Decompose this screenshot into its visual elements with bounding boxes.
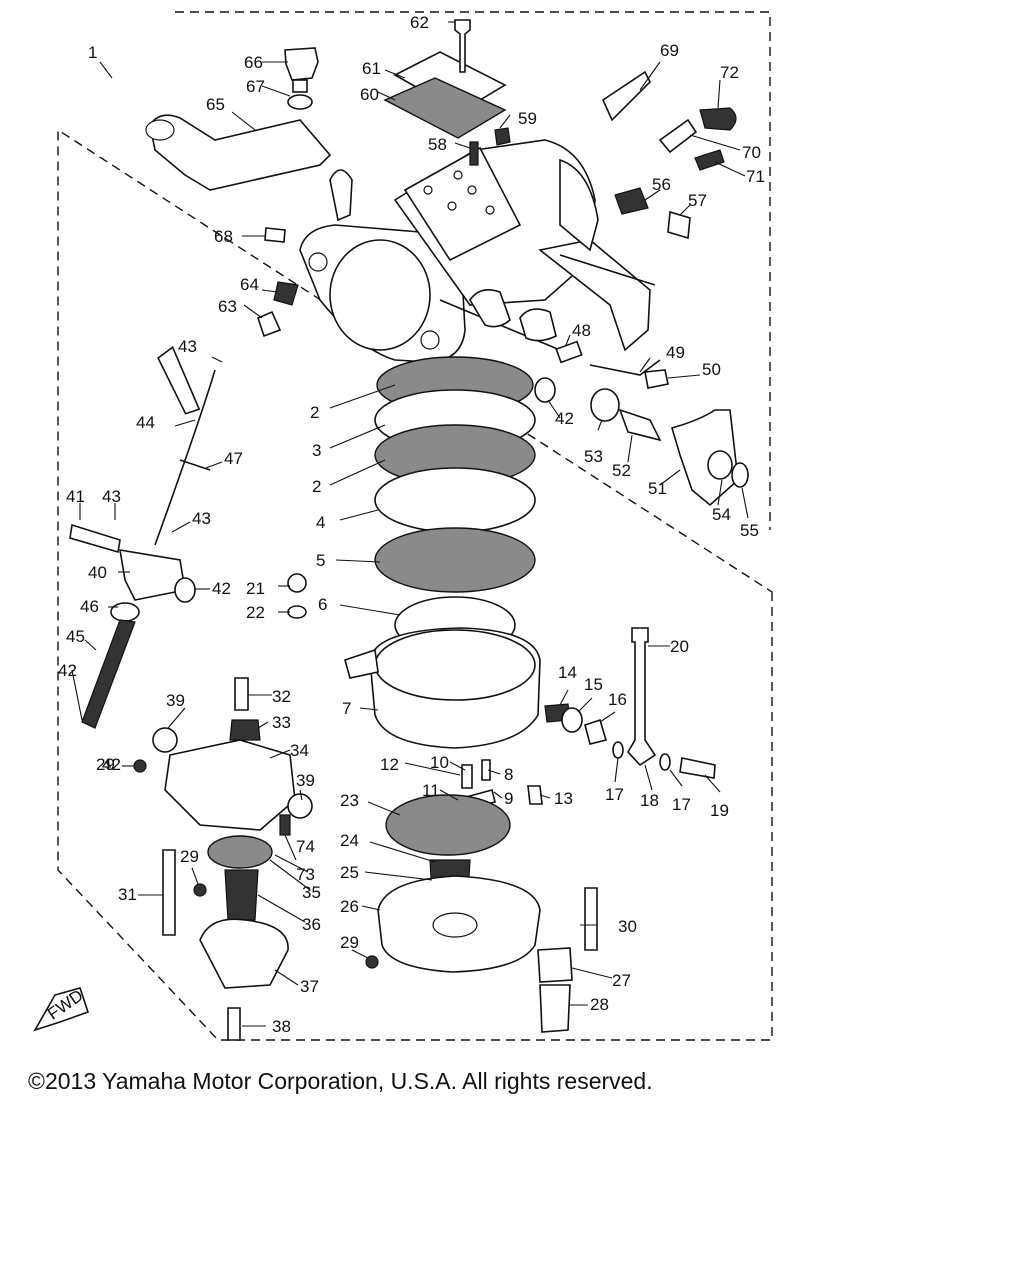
callout: 30 [618, 917, 637, 936]
callout: 67 [246, 77, 265, 96]
callout: 66 [244, 53, 263, 72]
callout: 52 [612, 461, 631, 480]
callout: 29 [180, 847, 199, 866]
callout: 13 [554, 789, 573, 808]
callout: 48 [572, 321, 591, 340]
callout: 70 [742, 143, 761, 162]
callout: 58 [428, 135, 447, 154]
callout: 15 [584, 675, 603, 694]
callouts: 1 2 2 3 4 5 6 7 8 9 10 11 12 13 14 15 16… [58, 13, 765, 1036]
callout: 40 [88, 563, 107, 582]
callout: 47 [224, 449, 243, 468]
callout: 74 [296, 837, 315, 856]
callout: 51 [648, 479, 667, 498]
callout: 17 [672, 795, 691, 814]
callout: 39 [166, 691, 185, 710]
choke-bracket [149, 114, 332, 191]
callout: 42 [212, 579, 231, 598]
callout: 28 [590, 995, 609, 1014]
callout: 24 [340, 831, 359, 850]
carburetor-body [299, 139, 656, 363]
callout: 55 [740, 521, 759, 540]
callout: 38 [272, 1017, 291, 1036]
diaphragm [385, 794, 511, 856]
assembly-boundary [57, 11, 773, 1041]
callout: 45 [66, 627, 85, 646]
callout: 22 [246, 603, 265, 622]
callout: 49 [666, 343, 685, 362]
callout: 32 [272, 687, 291, 706]
leader-lines [71, 21, 749, 1027]
callout: 2 [312, 477, 321, 496]
callout: 71 [746, 167, 765, 186]
callout: 18 [640, 791, 659, 810]
callout: 69 [660, 41, 679, 60]
callout: 14 [558, 663, 577, 682]
callout: 2 [310, 403, 319, 422]
callout: 25 [340, 863, 359, 882]
callout: 62 [410, 13, 429, 32]
callout: 5 [316, 551, 325, 570]
callout: 36 [302, 915, 321, 934]
callout: 57 [688, 191, 707, 210]
callout: 54 [712, 505, 731, 524]
callout: 42 [102, 755, 121, 774]
fwd-arrow: FWD [33, 986, 90, 1032]
callout: 23 [340, 791, 359, 810]
pump-body [344, 627, 541, 749]
callout: 34 [290, 741, 309, 760]
callout: 35 [302, 883, 321, 902]
callout: 64 [240, 275, 259, 294]
callout: 44 [136, 413, 155, 432]
callout: 19 [710, 801, 729, 820]
copyright-notice: ©2013 Yamaha Motor Corporation, U.S.A. A… [28, 1068, 653, 1094]
callout: 42 [58, 661, 77, 680]
callout: 7 [342, 699, 351, 718]
callout: 53 [584, 447, 603, 466]
callout: 37 [300, 977, 319, 996]
callout: 27 [612, 971, 631, 990]
callout: 61 [362, 59, 381, 78]
callout: 73 [296, 865, 315, 884]
cap-screw [284, 47, 319, 110]
callout: 11 [422, 781, 440, 800]
callout: 17 [605, 785, 624, 804]
callout: 42 [555, 409, 574, 428]
callout: 29 [96, 755, 115, 774]
callout: 56 [652, 175, 671, 194]
callout: 4 [316, 513, 325, 532]
callout: 8 [504, 765, 513, 784]
callout: 21 [246, 579, 265, 598]
callout: 50 [702, 360, 721, 379]
callout: 33 [272, 713, 291, 732]
callout: 60 [360, 85, 379, 104]
callout: 46 [80, 597, 99, 616]
callout: 29 [340, 933, 359, 952]
callout: 68 [214, 227, 233, 246]
callout: 72 [720, 63, 739, 82]
callout: 16 [608, 690, 627, 709]
callout: 9 [504, 789, 513, 808]
callout: 6 [318, 595, 327, 614]
callout: 26 [340, 897, 359, 916]
carburetor-exploded-diagram: FWD 1 2 2 [33, 11, 773, 1041]
callout: 20 [670, 637, 689, 656]
callout: 1 [88, 43, 97, 62]
callout: 31 [118, 885, 137, 904]
callout: 10 [430, 753, 449, 772]
callout: 39 [296, 771, 315, 790]
diaphragm-stack [374, 356, 536, 654]
callout: 12 [380, 755, 399, 774]
callout: 63 [218, 297, 237, 316]
callout: 59 [518, 109, 537, 128]
callout: 43 [178, 337, 197, 356]
callout: 65 [206, 95, 225, 114]
callout: 43 [102, 487, 121, 506]
cover-gasket [383, 77, 507, 139]
callout: 41 [66, 487, 85, 506]
callout: 3 [312, 441, 321, 460]
callout: 43 [192, 509, 211, 528]
